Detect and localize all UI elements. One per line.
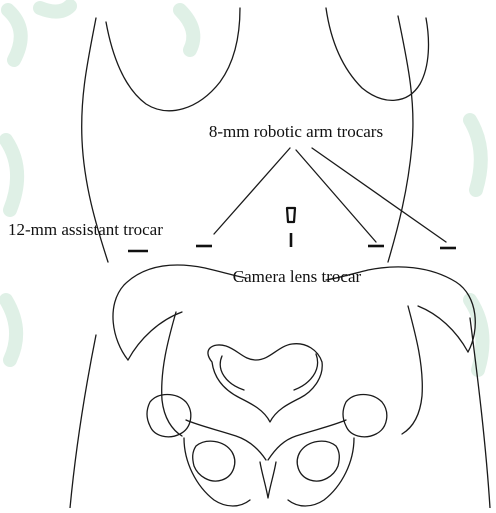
left-pubis — [186, 420, 266, 460]
leader-to-arm-trocar-left — [214, 148, 290, 234]
sacrum — [208, 344, 322, 422]
camera-trocar-label: Camera lens trocar — [233, 267, 362, 286]
left-ilium-lower — [162, 312, 182, 436]
left-acetabulum — [147, 395, 191, 437]
pelvis — [113, 265, 475, 506]
leader-to-arm-trocar-middle — [296, 150, 376, 242]
left-rib-arc — [106, 8, 240, 111]
assistant-trocar-label: 12-mm assistant trocar — [8, 220, 163, 239]
pubic-symphysis — [260, 462, 276, 498]
right-ischium — [288, 438, 354, 506]
robotic-arm-trocars-label: 8-mm robotic arm trocars — [209, 122, 383, 141]
umbilicus-mark — [287, 208, 295, 222]
sacral-ala-right — [294, 354, 318, 390]
right-obturator — [297, 441, 339, 481]
leader-to-arm-trocar-right — [312, 148, 446, 242]
torso-right-contour — [388, 16, 413, 262]
right-iliac-inner — [418, 306, 468, 352]
leader-lines — [214, 148, 446, 242]
right-ilium-lower — [402, 306, 422, 434]
left-hip-contour — [70, 335, 96, 508]
left-obturator — [193, 441, 235, 481]
torso-outline — [70, 16, 490, 508]
rib-cage — [106, 8, 428, 111]
sacral-ala-left — [220, 356, 244, 390]
right-pubis — [268, 420, 346, 460]
left-ischium — [184, 438, 250, 506]
right-rib-arc — [326, 8, 428, 100]
right-acetabulum — [343, 395, 387, 437]
